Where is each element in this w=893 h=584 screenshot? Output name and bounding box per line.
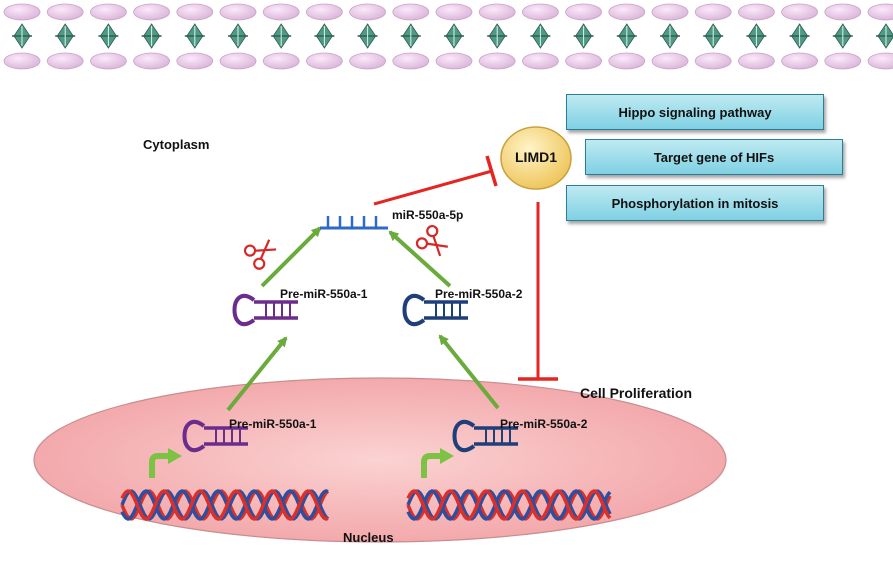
arrow-cyto1-to-mirna [260,226,322,288]
function-box-mitosis: Phosphorylation in mitosis [566,185,824,221]
scissors-icon [243,239,277,270]
membrane-protein-icon [98,23,119,49]
pre-mirna-hairpin-icon [402,293,468,327]
scissors-icon [415,224,448,257]
membrane-protein-icon [616,23,637,49]
arrow-cyto2-to-mirna [388,230,452,288]
membrane-protein-icon [660,23,680,49]
pre-mirna-hairpin-icon [452,419,518,453]
membrane-protein-icon [228,23,248,49]
membrane-protein-icon [357,23,378,49]
membrane-protein-icon [703,23,724,49]
mature-mirna-icon [320,216,388,230]
membrane-protein-icon [789,23,810,49]
pre-mir-2-cyto-label: Pre-miR-550a-2 [435,287,523,301]
pre-mirna-hairpin-icon [232,293,298,327]
cell-proliferation-label: Cell Proliferation [580,385,693,401]
membrane-protein-icon [271,23,292,49]
inhibit-mirna-to-limd1 [373,155,498,206]
nucleus-label: Nucleus [343,530,394,545]
membrane-protein-icon [12,23,32,49]
nucleus-ellipse [33,377,727,543]
pre-mir-1-cyto-label: Pre-miR-550a-1 [280,287,368,301]
inhibit-limd1-to-proliferation [518,202,558,381]
dna-helix-icon [120,489,330,521]
membrane-protein-icon [55,23,76,49]
membrane-protein-icon [314,23,335,49]
membrane-protein-icon [573,23,594,49]
function-box-hippo: Hippo signaling pathway [566,94,824,130]
membrane-protein-icon [746,23,767,49]
limd1-node [500,126,572,190]
cytoplasm-label: Cytoplasm [143,137,210,152]
cell-membrane [3,3,893,70]
arrow-nuc2-to-cyto2 [438,334,500,410]
pre-mir-1-nuc-label: Pre-miR-550a-1 [229,417,317,431]
limd1-label: LIMD1 [515,149,557,165]
arrow-nuc1-to-cyto1 [226,336,288,412]
membrane-protein-icon [141,23,162,49]
function-box-hif: Target gene of HIFs [585,139,843,175]
transcription-start-arrow-icon [149,448,182,478]
mirna-label: miR-550a-5p [392,208,464,222]
membrane-protein-icon [400,23,421,49]
membrane-protein-icon [530,23,551,49]
membrane-protein-icon [487,23,508,49]
membrane-protein-icon [184,23,205,49]
membrane-protein-icon [832,23,853,49]
dna-helix-icon [406,489,612,521]
membrane-protein-icon [444,23,464,49]
pre-mir-2-nuc-label: Pre-miR-550a-2 [500,417,588,431]
pre-mirna-hairpin-icon [182,419,248,453]
transcription-start-arrow-icon [421,448,454,478]
membrane-protein-icon [876,23,893,49]
